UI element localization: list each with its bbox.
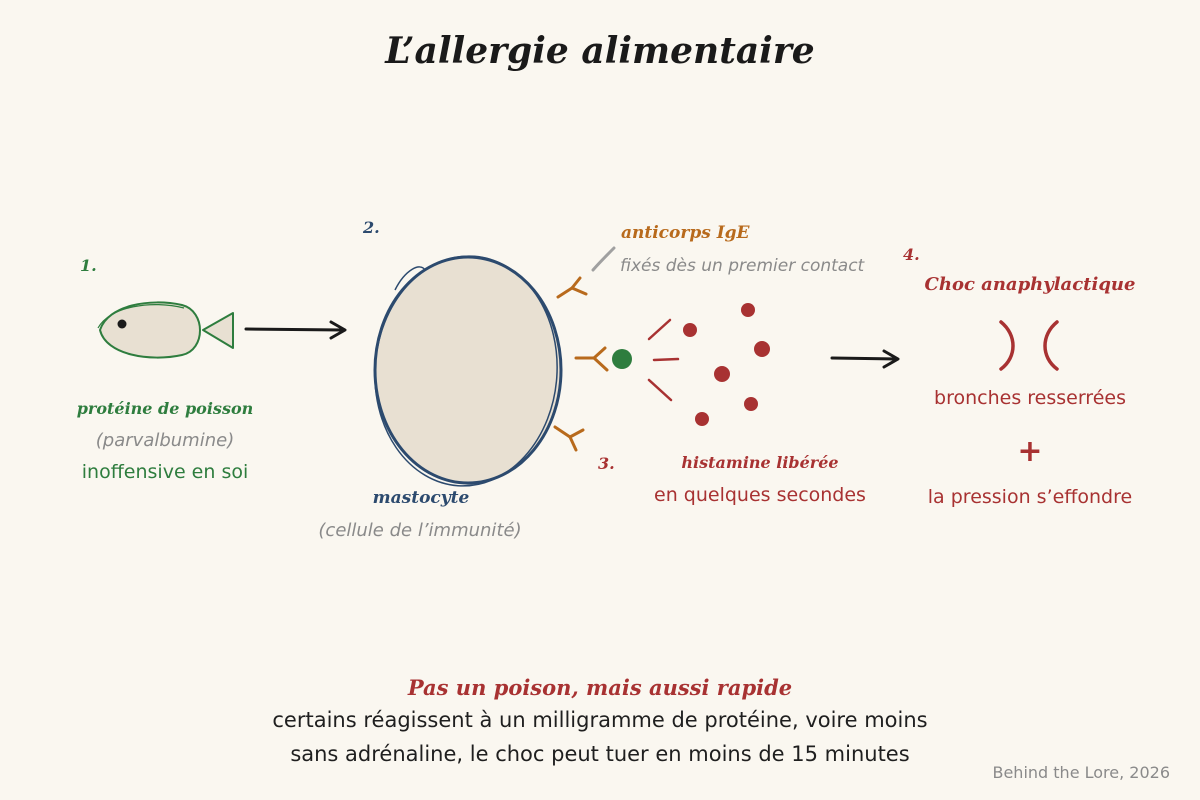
step-2-number: 2.: [363, 218, 380, 237]
antibody-icon: [556, 276, 588, 299]
step-4-plus: +: [1017, 434, 1043, 469]
step-1-note: inoffensive en soi: [81, 461, 249, 483]
mastocyte-cell: [373, 255, 563, 487]
conclusion-line-1: certains réagissent à un milligramme de …: [272, 708, 928, 732]
fish-icon: [97, 301, 234, 359]
arrow-icon: [830, 349, 900, 369]
page-title: L’allergie alimentaire: [385, 30, 815, 72]
step-1-label: protéine de poisson: [76, 399, 254, 418]
antibody-label: anticorps IgE: [621, 223, 750, 243]
release-burst-icon: [647, 318, 680, 402]
step-4-line2: la pression s’effondre: [927, 486, 1133, 508]
antibody-icon: [574, 346, 609, 372]
step-4-number: 4.: [903, 245, 920, 264]
fish-eye-icon: [117, 319, 127, 329]
step-1-sublabel: (parvalbumine): [95, 430, 235, 451]
leader-line: [591, 246, 616, 272]
conclusion-headline: Pas un poison, mais aussi rapide: [407, 675, 793, 700]
step-3-note: en quelques secondes: [654, 484, 866, 506]
allergen-protein-icon: [612, 349, 632, 369]
antibody-icon: [553, 425, 585, 452]
histamine-granule: [683, 303, 770, 426]
step-2-label: mastocyte: [372, 488, 470, 508]
step-3-label: histamine libérée: [681, 453, 839, 472]
bronchi-icon: [999, 320, 1059, 371]
conclusion-line-2: sans adrénaline, le choc peut tuer en mo…: [290, 742, 910, 766]
arrow-icon: [244, 320, 347, 340]
step-4-label: Choc anaphylactique: [924, 274, 1136, 295]
step-1-number: 1.: [80, 256, 97, 275]
credit: Behind the Lore, 2026: [992, 763, 1170, 782]
step-4-line1: bronches resserrées: [934, 387, 1126, 409]
step-3-number: 3.: [598, 454, 615, 473]
step-2-sublabel: (cellule de l’immunité): [318, 520, 522, 541]
antibody-note: fixés dès un premier contact: [620, 256, 865, 276]
